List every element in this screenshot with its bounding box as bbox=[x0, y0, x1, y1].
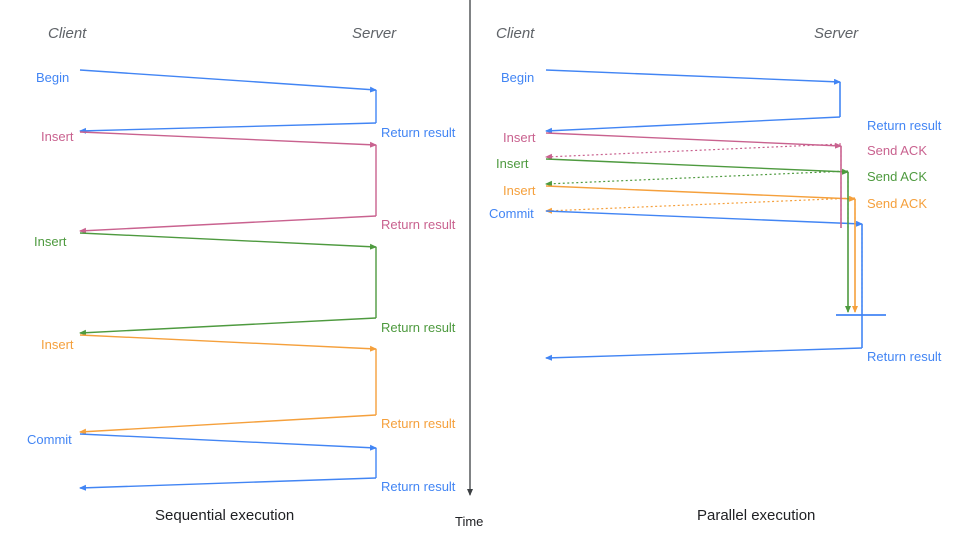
right-request-arrow-6 bbox=[545, 185, 856, 202]
left-server-label-3: Return result bbox=[381, 416, 456, 431]
left-panel-server-header: Server bbox=[352, 25, 397, 42]
right-ack-arrow-7 bbox=[545, 197, 856, 214]
right-response-arrow-1 bbox=[545, 116, 841, 134]
time-axis-label: Time bbox=[455, 514, 484, 529]
left-response-arrow-1 bbox=[79, 122, 377, 134]
right-panel-caption: Parallel execution bbox=[697, 507, 816, 524]
right-client-label-3: Insert bbox=[503, 183, 536, 198]
right-request-arrow-4 bbox=[545, 158, 849, 175]
right-server-label-4: Return result bbox=[867, 349, 942, 364]
right-client-label-2: Insert bbox=[496, 156, 529, 171]
left-request-arrow-6 bbox=[79, 334, 377, 352]
left-response-arrow-7 bbox=[79, 414, 377, 435]
left-client-label-1: Insert bbox=[41, 129, 74, 144]
right-server-label-0: Return result bbox=[867, 118, 942, 133]
left-server-label-2: Return result bbox=[381, 320, 456, 335]
right-client-label-0: Begin bbox=[501, 70, 535, 85]
left-server-label-4: Return result bbox=[381, 479, 456, 494]
left-response-arrow-3 bbox=[79, 215, 377, 234]
right-server-label-3: Send ACK bbox=[867, 196, 927, 211]
right-request-arrow-2 bbox=[545, 132, 842, 149]
right-client-label-1: Insert bbox=[503, 130, 536, 145]
left-server-label-1: Return result bbox=[381, 217, 456, 232]
right-server-label-2: Send ACK bbox=[867, 169, 927, 184]
left-client-label-3: Insert bbox=[41, 337, 74, 352]
left-panel-client-header: Client bbox=[48, 25, 87, 42]
right-ack-arrow-3 bbox=[545, 143, 842, 160]
left-client-label-2: Insert bbox=[34, 234, 67, 249]
right-panel-client-header: Client bbox=[496, 25, 535, 42]
right-request-arrow-8 bbox=[545, 210, 863, 227]
right-server-label-1: Send ACK bbox=[867, 143, 927, 158]
right-client-label-4: Commit bbox=[489, 206, 534, 221]
left-client-label-0: Begin bbox=[36, 70, 70, 85]
left-request-arrow-4 bbox=[79, 232, 377, 250]
left-server-label-0: Return result bbox=[381, 125, 456, 140]
left-panel-caption: Sequential execution bbox=[155, 507, 295, 524]
left-request-arrow-2 bbox=[79, 131, 377, 148]
left-response-arrow-9 bbox=[79, 477, 377, 491]
right-ack-arrow-5 bbox=[545, 170, 849, 187]
left-client-label-4: Commit bbox=[27, 432, 72, 447]
left-response-arrow-5 bbox=[79, 317, 377, 336]
right-request-arrow-0 bbox=[545, 69, 841, 85]
right-response-arrow-9 bbox=[545, 347, 863, 361]
left-request-arrow-0 bbox=[79, 69, 377, 93]
left-request-arrow-8 bbox=[79, 433, 377, 451]
right-panel-server-header: Server bbox=[814, 25, 859, 42]
